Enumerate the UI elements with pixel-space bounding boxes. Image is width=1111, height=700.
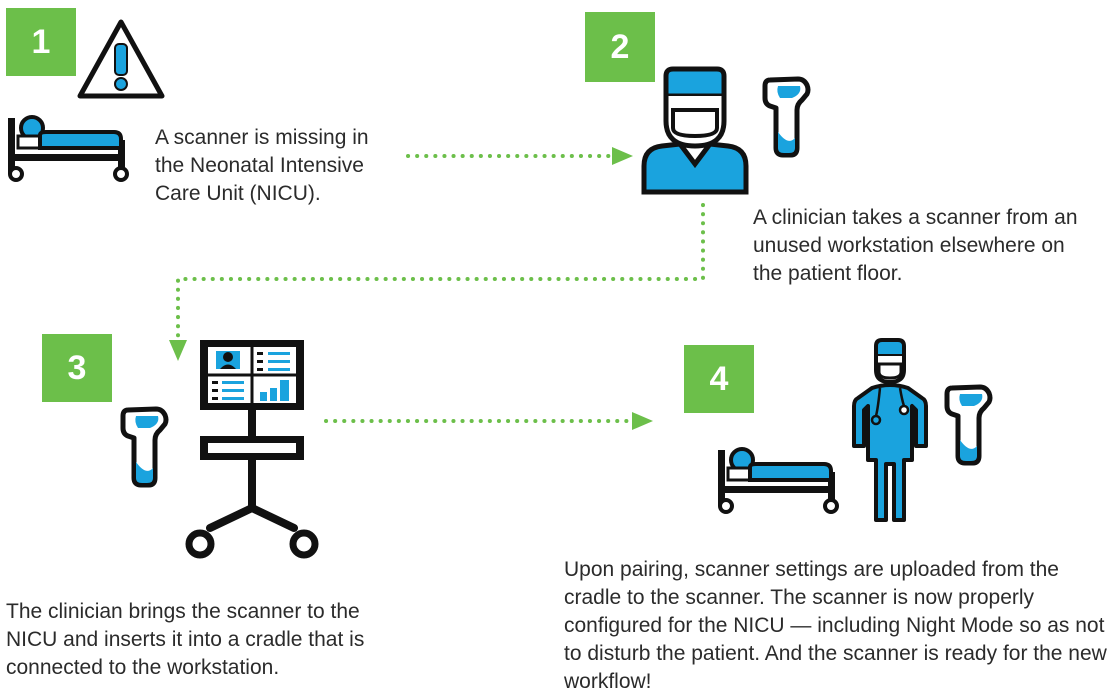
scanner-icon bbox=[762, 76, 811, 158]
arrowhead-2-to-3 bbox=[169, 340, 187, 361]
scanner-icon bbox=[120, 406, 169, 488]
warning-icon bbox=[77, 19, 165, 99]
clinician-icon bbox=[641, 66, 749, 195]
step-3-text: The clinician brings the scanner to the … bbox=[6, 600, 365, 679]
step-3-badge: 3 bbox=[42, 334, 112, 402]
arrowhead-1-to-2 bbox=[612, 147, 633, 165]
step-4-badge: 4 bbox=[684, 345, 754, 413]
arrowhead-3-to-4 bbox=[632, 412, 653, 430]
patient-bed-icon bbox=[718, 447, 839, 514]
patient-bed-icon bbox=[8, 115, 129, 182]
step-1-text: A scanner is missing in the Neonatal Int… bbox=[155, 126, 369, 205]
step-4-text: Upon pairing, scanner settings are uploa… bbox=[564, 558, 1107, 693]
step-2-text: A clinician takes a scanner from an unus… bbox=[753, 206, 1078, 285]
step-2-badge: 2 bbox=[585, 12, 655, 82]
scanner-icon bbox=[944, 384, 993, 466]
connector-2-to-3 bbox=[176, 203, 705, 342]
nurse-icon bbox=[852, 338, 928, 522]
step-1-badge: 1 bbox=[6, 8, 76, 76]
workstation-cart-icon bbox=[185, 340, 319, 559]
